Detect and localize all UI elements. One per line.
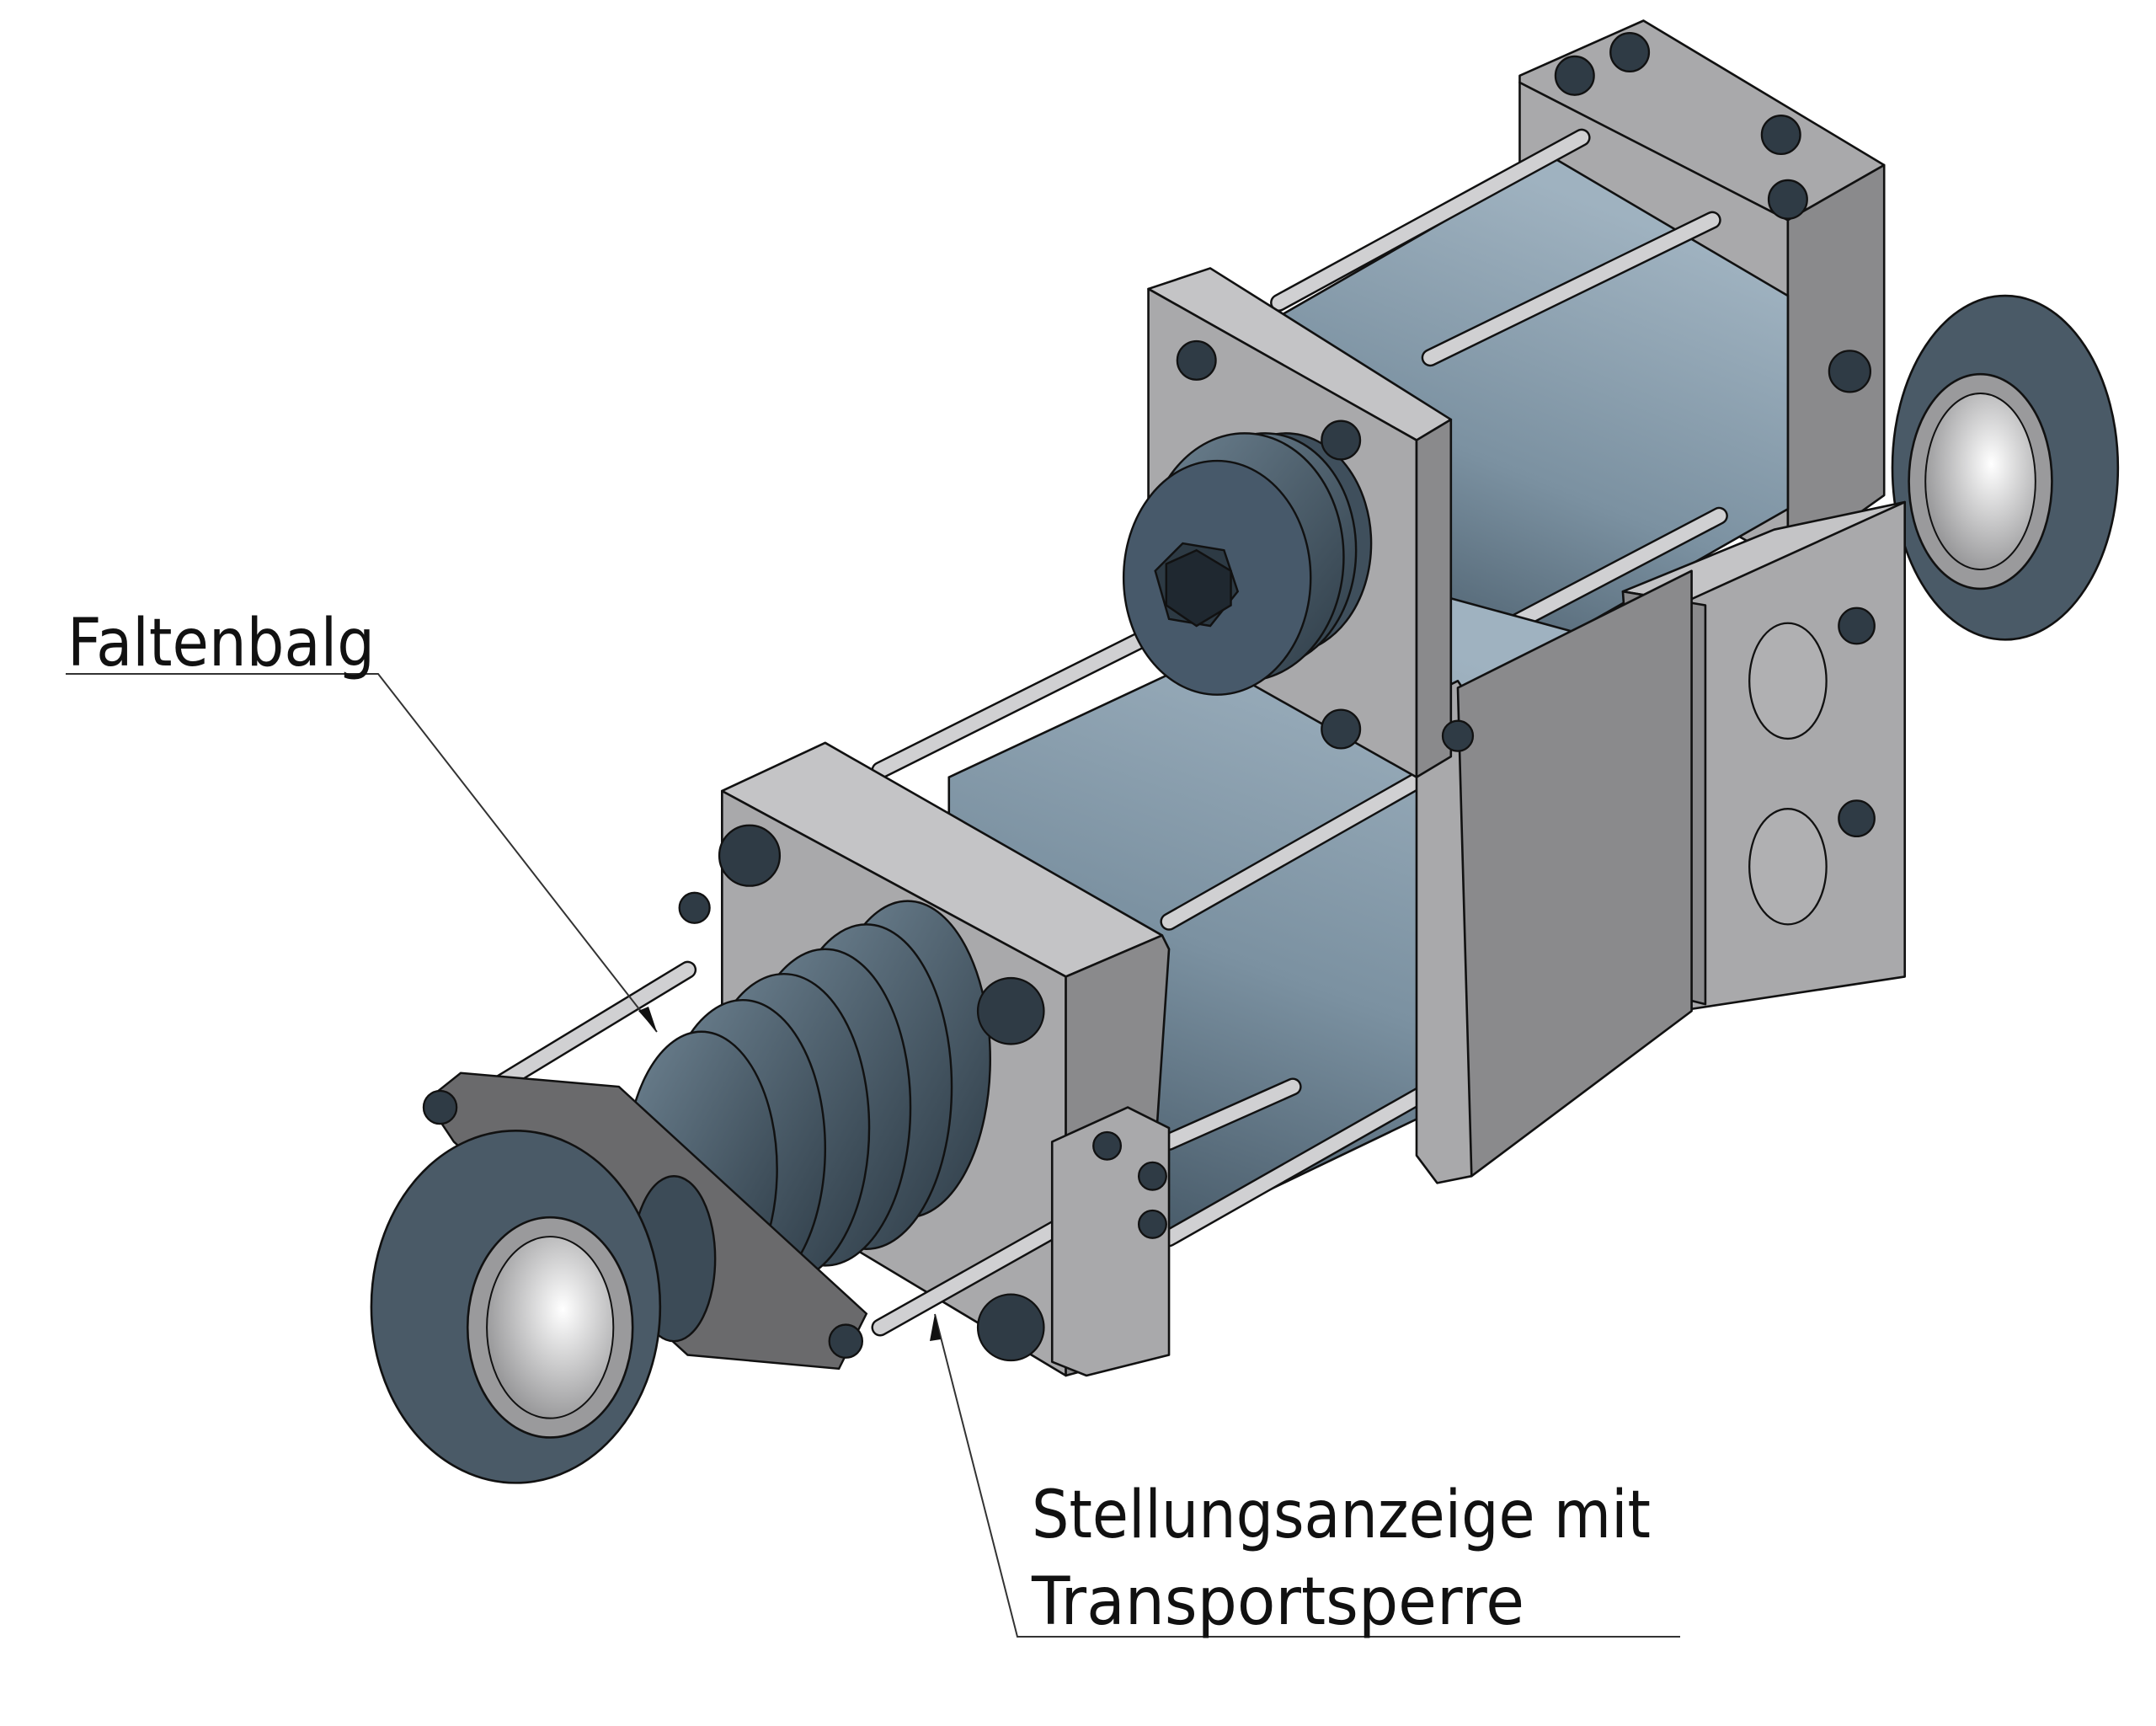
indicator-leader-arrow xyxy=(930,1314,941,1341)
indicator-label-line2: Transportsperre xyxy=(1031,1564,1524,1640)
rear-rod-eye xyxy=(1891,294,2120,641)
middle-plate xyxy=(1415,569,1693,1184)
bellows-leader-arrow xyxy=(638,1007,657,1032)
indicator-leader-line xyxy=(934,1313,1680,1638)
port-fittings xyxy=(1748,622,1828,926)
indicator-label-line1: Stellungsanzeige mit xyxy=(1032,1478,1651,1553)
front-rod-eye xyxy=(370,1130,717,1484)
center-hex-nut xyxy=(1165,548,1232,628)
bellows-label: Faltenbalg xyxy=(67,606,375,681)
bellows-leader-line xyxy=(66,673,658,1033)
bolts xyxy=(422,32,1876,1362)
